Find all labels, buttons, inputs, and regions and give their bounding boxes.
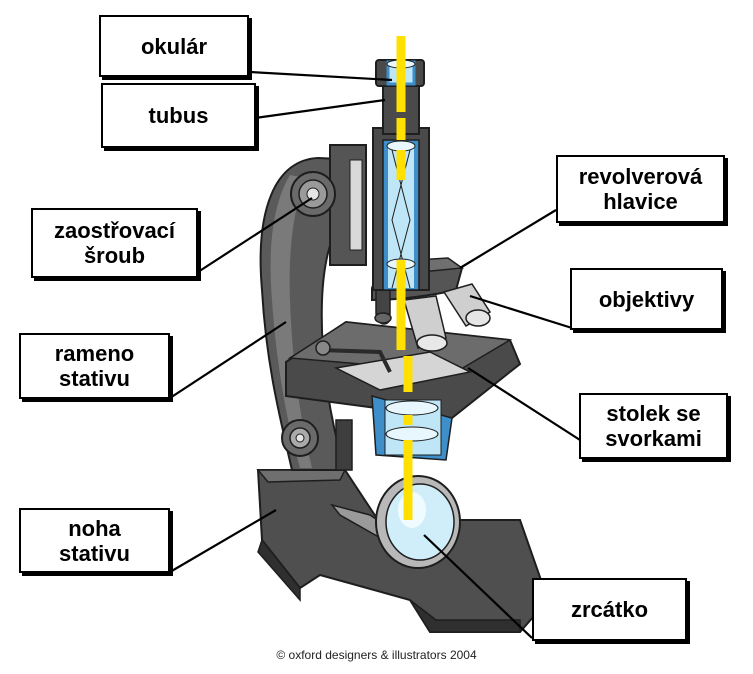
leader-lines <box>169 70 581 639</box>
leader-zaostrovaci <box>197 197 313 273</box>
focus-knob-upper <box>290 171 336 217</box>
label-okular: okulár <box>99 15 249 77</box>
leader-rameno <box>169 321 287 399</box>
label-revolverova-hlavice: revolverová hlavice <box>556 155 725 223</box>
leader-okular <box>249 70 393 82</box>
objective-right <box>442 283 492 328</box>
leader-revolver <box>459 209 557 269</box>
objective-front <box>403 295 448 352</box>
leader-tubus <box>254 98 386 120</box>
label-zaostrovaci-sroub: zaostřovací šroub <box>31 208 198 278</box>
leader-noha <box>169 509 277 573</box>
leader-objektivy <box>469 294 573 330</box>
leader-stolek <box>467 367 581 441</box>
label-stolek-se-svorkami: stolek se svorkami <box>579 393 728 459</box>
label-noha-stativu: noha stativu <box>19 508 170 573</box>
label-tubus: tubus <box>101 83 256 148</box>
stage-pillar <box>335 419 353 471</box>
leader-zrcatko <box>423 534 533 639</box>
label-objektivy: objektivy <box>570 268 723 330</box>
label-rameno-stativu: rameno stativu <box>19 333 170 399</box>
label-zrcatko: zrcátko <box>532 578 687 641</box>
focus-knob-lower <box>281 419 319 457</box>
copyright-credit: © oxford designers & illustrators 2004 <box>276 648 477 662</box>
objective-left <box>374 289 392 324</box>
microscope-tube <box>372 81 430 291</box>
light-beam <box>396 36 413 520</box>
